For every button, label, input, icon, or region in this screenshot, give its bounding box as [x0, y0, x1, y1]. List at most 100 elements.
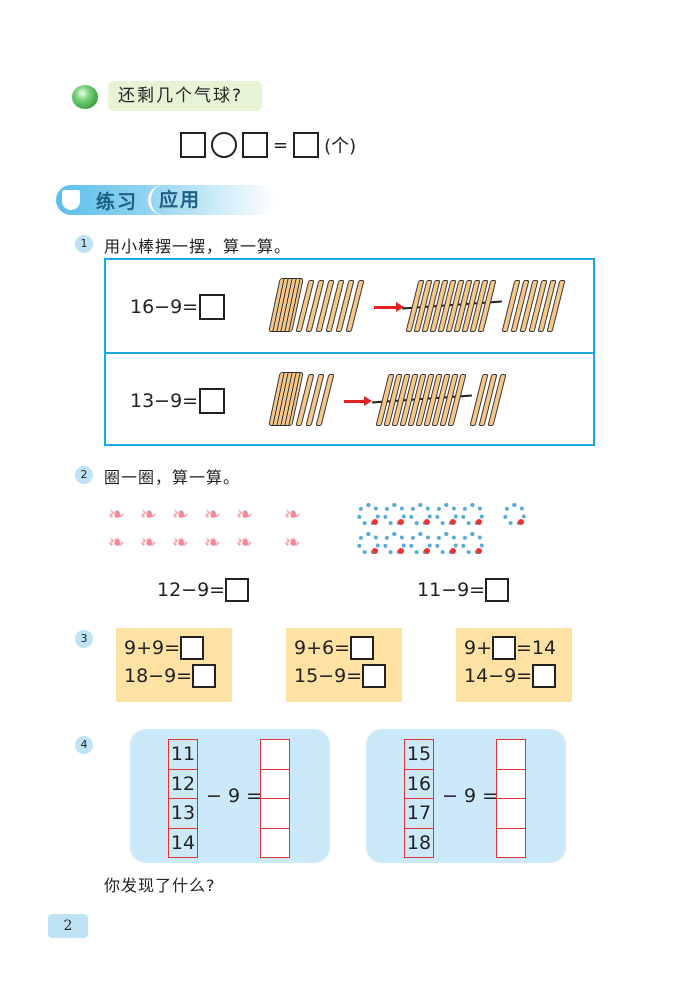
calc-groups: 9+9= 18−9= 9+6= 15−9= 9+ =14 14−9=	[116, 628, 572, 702]
answer-box[interactable]	[199, 294, 226, 320]
operation: − 9 =	[206, 785, 263, 807]
exercise-number: 4	[75, 736, 93, 754]
expression: 18−9=	[124, 665, 193, 687]
bead-ring-icon	[357, 503, 380, 526]
answer-box[interactable]	[350, 636, 375, 660]
discovery-question: 你发现了什么?	[104, 876, 216, 895]
icon-row: ❧ ❧ ❧ ❧ ❧ ❧	[102, 503, 307, 525]
calc-group: 9+6= 15−9=	[286, 628, 402, 702]
bow-icon: ❧	[284, 502, 301, 526]
calc-line: 9+9=	[124, 636, 232, 660]
bead-ring-icon	[503, 503, 526, 526]
bow-icon: ❧	[140, 502, 157, 526]
exercise-number: 1	[75, 235, 93, 253]
bow-icon: ❧	[284, 530, 301, 554]
exercise-title: 用小棒摆一摆，算一算。	[104, 237, 292, 256]
page-number: 2	[48, 914, 88, 938]
operation: − 9 =	[442, 785, 499, 807]
exercise-number: 3	[75, 630, 93, 648]
sticks-row: 16−9=	[106, 260, 593, 352]
icon-row	[357, 503, 526, 526]
calc-group: 9+ =14 14−9=	[456, 628, 572, 702]
operator-circle[interactable]	[211, 132, 237, 158]
bead-ring-icon	[461, 503, 484, 526]
red-arrow-icon	[374, 302, 404, 312]
number-cell: 13	[169, 799, 197, 829]
equals-sign: =	[273, 134, 289, 156]
calc-group: 9+9= 18−9=	[116, 628, 232, 702]
answers-column[interactable]	[496, 739, 526, 858]
bead-ring-icon	[383, 503, 406, 526]
answer-box[interactable]	[532, 664, 557, 688]
bead-ring-icon	[461, 532, 484, 555]
exercise-number: 2	[75, 466, 93, 484]
calc-line: 9+6=	[294, 636, 402, 660]
icon-row: ❧ ❧ ❧ ❧ ❧ ❧	[102, 531, 307, 553]
answer-box[interactable]	[180, 636, 205, 660]
expression-tail: =14	[516, 637, 557, 659]
sticks-frame: 16−9= 13−9=	[104, 258, 595, 446]
bow-icon: ❧	[140, 530, 157, 554]
bead-ring-icon	[435, 532, 458, 555]
expression: 11−9=	[417, 579, 486, 601]
number-cell: 17	[405, 799, 433, 829]
expression: 15−9=	[294, 665, 363, 687]
bows-equation: 12−9=	[157, 578, 250, 602]
beads-group	[357, 503, 526, 561]
bow-icon: ❧	[172, 530, 189, 554]
answers-column[interactable]	[260, 739, 290, 858]
expression: 16−9=	[130, 296, 199, 318]
bow-icon: ❧	[236, 530, 253, 554]
calc-line: 15−9=	[294, 664, 402, 688]
calc-line: 9+ =14	[464, 636, 572, 660]
red-arrow-icon	[344, 396, 372, 406]
bow-icon: ❧	[172, 502, 189, 526]
bow-icon: ❧	[108, 502, 125, 526]
answer-box[interactable]	[362, 664, 387, 688]
answer-box[interactable]	[485, 578, 510, 602]
bow-icon: ❧	[108, 530, 125, 554]
number-cell: 12	[169, 770, 197, 799]
expression: 14−9=	[464, 665, 533, 687]
number-cell: 15	[405, 740, 433, 770]
section-banner: 练习 应用	[56, 185, 276, 215]
answer-box[interactable]	[180, 132, 206, 158]
answer-box[interactable]	[492, 636, 517, 660]
pencil-icon	[62, 190, 80, 210]
bow-icon: ❧	[236, 502, 253, 526]
question-bubble: 还剩几个气球?	[108, 81, 262, 111]
sticks-row: 13−9=	[106, 352, 593, 446]
answer-box[interactable]	[199, 388, 226, 414]
number-cell: 11	[169, 740, 197, 770]
expression: 9+	[464, 637, 493, 659]
banner-practice: 练习	[96, 191, 139, 213]
calc-line: 18−9=	[124, 664, 232, 688]
exercise-title: 圈一圈，算一算。	[104, 468, 241, 487]
bead-ring-icon	[409, 532, 432, 555]
banner-application: 应用	[148, 185, 201, 215]
expression: 13−9=	[130, 390, 199, 412]
number-cell: 16	[405, 770, 433, 799]
beads-equation: 11−9=	[417, 578, 510, 602]
green-ball-icon	[72, 85, 98, 109]
answer-box[interactable]	[225, 578, 250, 602]
expression: 9+9=	[124, 637, 181, 659]
answer-box[interactable]	[293, 132, 320, 158]
bow-icon: ❧	[204, 530, 221, 554]
expression: 9+6=	[294, 637, 351, 659]
unit-label: (个)	[324, 136, 357, 157]
number-cell: 18	[406, 831, 432, 854]
answer-box[interactable]	[192, 664, 217, 688]
answer-box[interactable]	[242, 132, 268, 158]
expression: 12−9=	[157, 579, 226, 601]
bow-icon: ❧	[204, 502, 221, 526]
bead-ring-icon	[435, 503, 458, 526]
calc-line: 14−9=	[464, 664, 572, 688]
bead-ring-icon	[409, 503, 432, 526]
icon-row	[357, 532, 526, 555]
bead-ring-icon	[383, 532, 406, 555]
